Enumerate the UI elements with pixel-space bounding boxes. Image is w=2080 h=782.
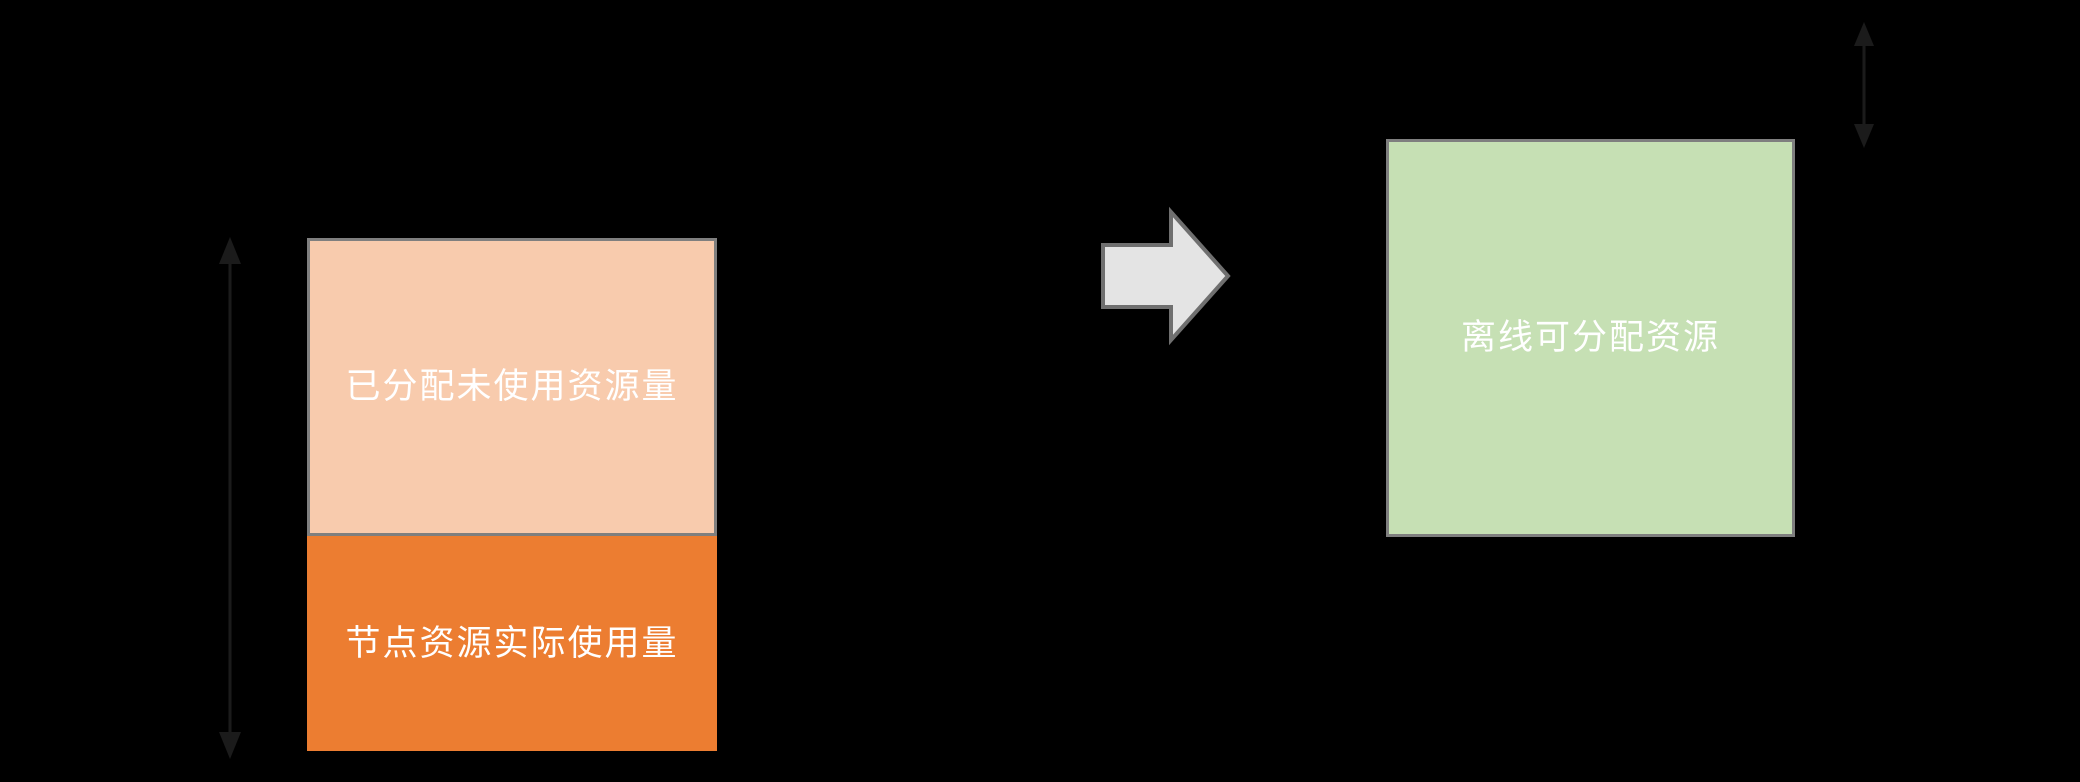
transform-arrow-icon [1101,206,1231,346]
offline-allocatable-box: 离线可分配资源 [1386,139,1795,537]
headroom-measure-arrow [1854,22,1874,148]
actual-usage-label: 节点资源实际使用量 [345,623,679,664]
actual-usage-box: 节点资源实际使用量 [307,536,717,751]
offline-allocatable-label: 离线可分配资源 [1460,318,1720,358]
node-total-measure-arrow [219,237,241,759]
allocated-unused-box: 已分配未使用资源量 [307,238,717,536]
allocated-unused-label: 已分配未使用资源量 [345,367,679,407]
